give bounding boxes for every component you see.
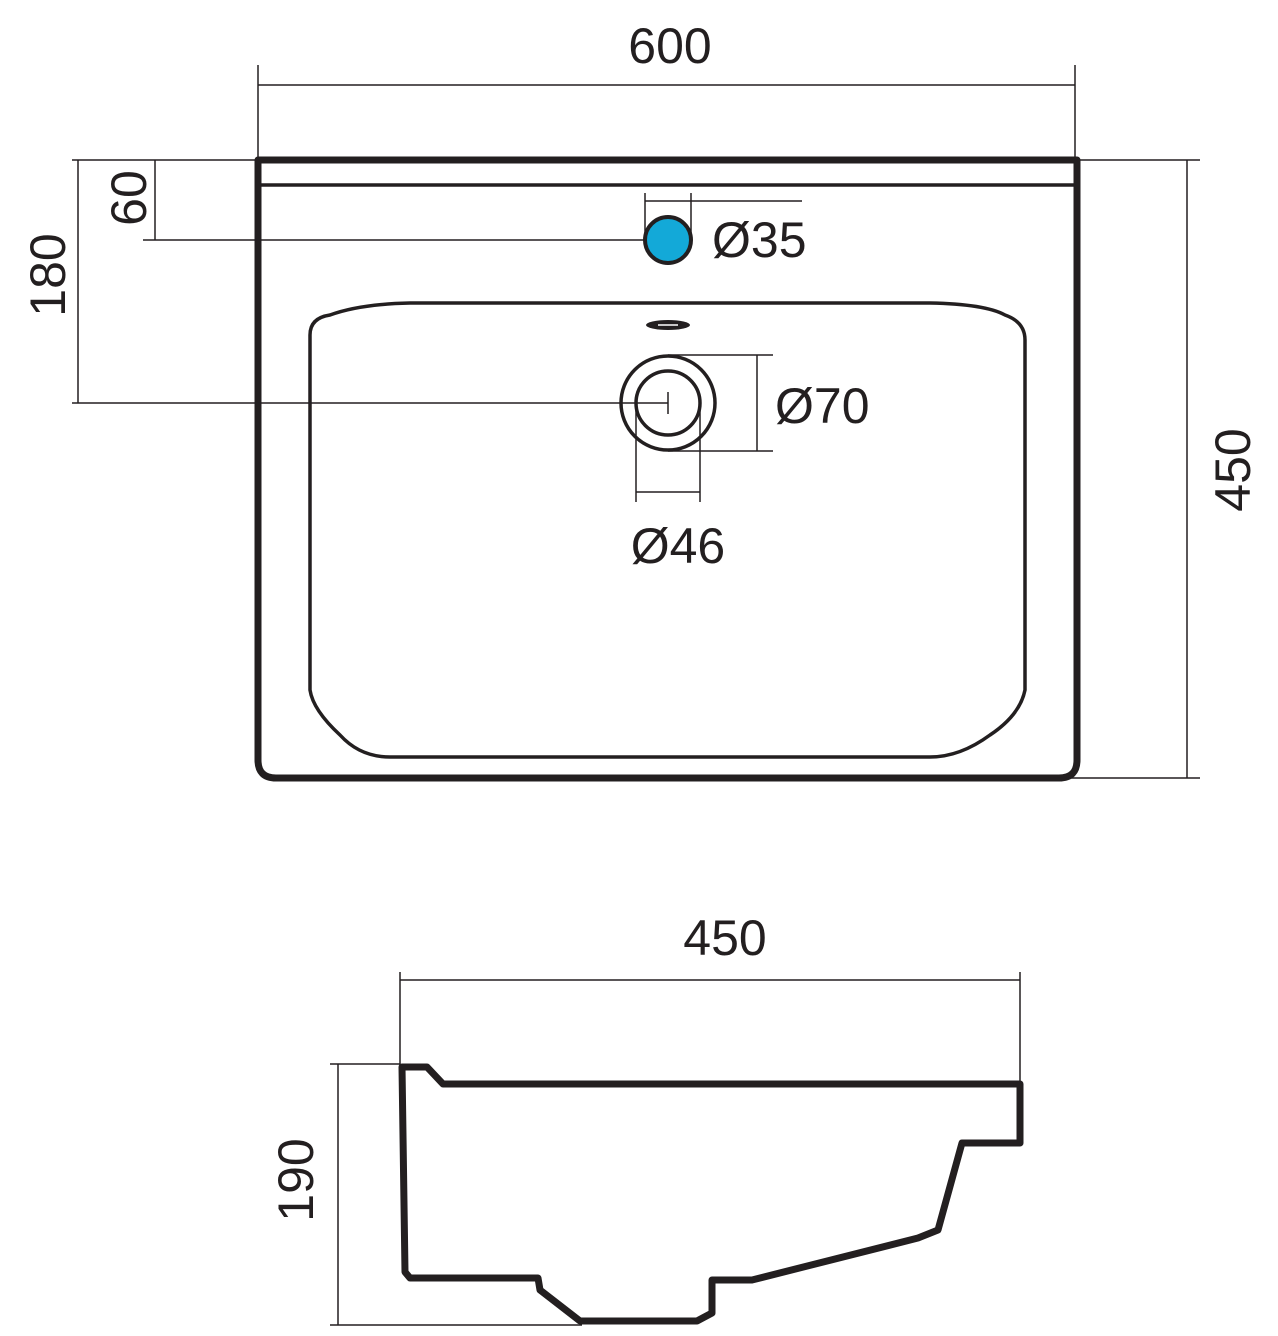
drain-outer-label: Ø70 <box>775 378 870 434</box>
width-label: 600 <box>628 18 711 74</box>
height-label: 190 <box>268 1138 324 1221</box>
side-view: 450 190 <box>268 910 1024 1326</box>
top-view: 600 450 180 60 Ø35 <box>20 18 1261 782</box>
drain-offset-label: 180 <box>20 233 76 316</box>
tap-offset-label: 60 <box>101 170 157 226</box>
drain-inner-label: Ø46 <box>631 518 726 574</box>
tap-hole <box>643 215 693 265</box>
side-profile <box>398 1063 1024 1325</box>
tap-hole-label: Ø35 <box>712 212 807 268</box>
drain-outer <box>619 354 717 452</box>
basin-outline <box>308 301 1027 759</box>
depth-label: 450 <box>1205 428 1261 511</box>
side-depth-label: 450 <box>683 910 766 966</box>
